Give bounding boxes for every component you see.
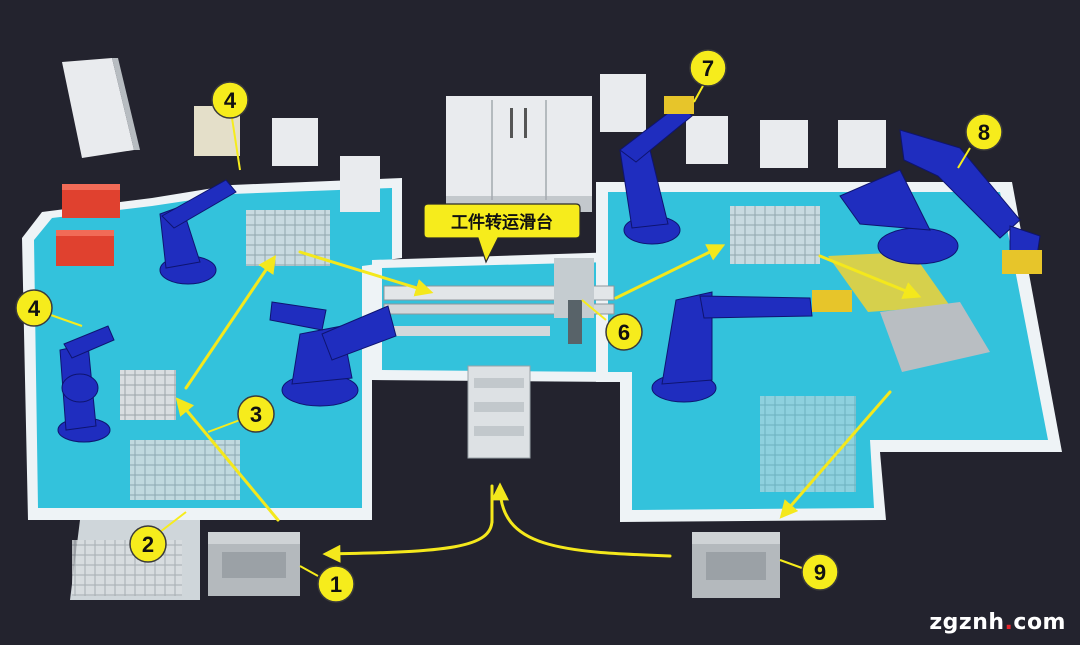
cabinet-left-tall: [62, 58, 140, 158]
transfer-slide: [383, 258, 615, 344]
marker-2: 2: [129, 511, 187, 563]
marker-4-left: 4: [15, 289, 83, 327]
svg-text:6: 6: [618, 320, 630, 345]
robot-left-side: [57, 325, 115, 443]
marker-9: 9: [779, 553, 839, 591]
svg-text:8: 8: [978, 120, 990, 145]
fixtures: [72, 206, 990, 596]
marker-1: 1: [299, 565, 355, 603]
svg-text:4: 4: [224, 88, 237, 113]
svg-text:2: 2: [142, 532, 154, 557]
grippers: [664, 96, 1042, 312]
tool-stands-top: [194, 106, 886, 168]
marker-7: 7: [689, 49, 727, 103]
svg-text:3: 3: [250, 402, 262, 427]
marker-8: 8: [957, 113, 1003, 169]
watermark-dot: .: [1004, 610, 1014, 635]
robot-right-top-7: [619, 103, 693, 245]
marker-3: 3: [207, 395, 275, 433]
robot-left-top: [159, 179, 237, 285]
pallets: [208, 365, 780, 598]
svg-text:7: 7: [702, 56, 714, 81]
callout-text: 工件转运滑台: [451, 212, 553, 233]
robots: [57, 103, 1041, 443]
markers: 1 2 3 4 4 6: [15, 49, 1003, 603]
svg-text:4: 4: [28, 296, 41, 321]
svg-text:9: 9: [814, 560, 826, 585]
watermark: zgznh.com: [929, 610, 1066, 635]
robot-right-center: [651, 291, 813, 403]
watermark-prefix: zgznh: [929, 610, 1005, 635]
marker-4-top: 4: [211, 81, 249, 171]
robot-center-left: [269, 301, 397, 407]
svg-text:1: 1: [330, 572, 342, 597]
flow-arrows: [175, 244, 922, 563]
watermark-suffix: com: [1013, 610, 1066, 635]
red-units: [56, 184, 120, 266]
callout-transfer-slide: 工件转运滑台: [423, 203, 581, 264]
marker-6: 6: [581, 299, 643, 351]
robot-large-8: [839, 129, 1041, 265]
